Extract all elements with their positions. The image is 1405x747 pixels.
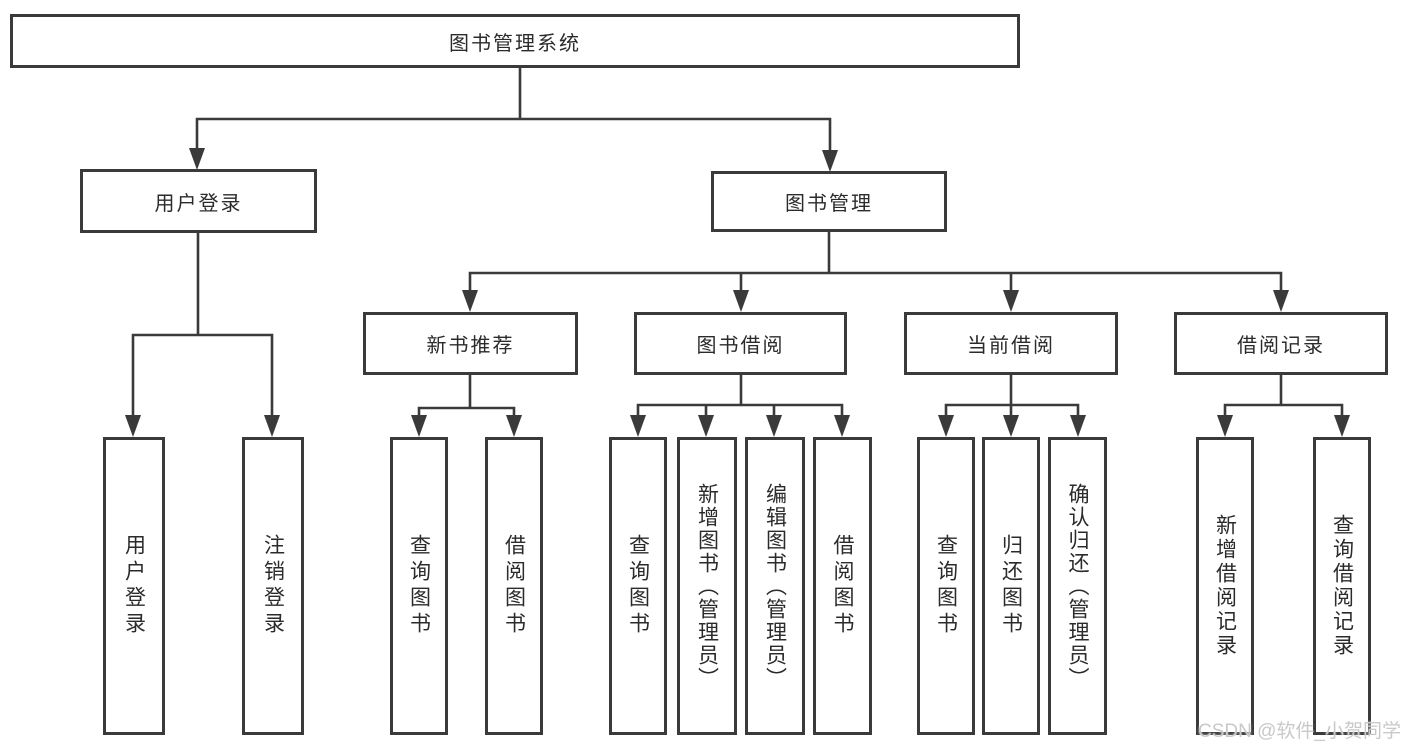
connector-book-borrow-children	[630, 375, 850, 437]
node-label: 查询图书	[934, 534, 958, 638]
connector-borrow-records-children	[1217, 375, 1350, 437]
leaf-borrow-books-recommend: 借阅图书	[485, 437, 543, 735]
leaf-logout: 注销登录	[242, 437, 304, 735]
node-label: 编辑图书（管理员）	[763, 482, 787, 690]
node-book-borrowing: 图书借阅	[634, 312, 847, 375]
node-label: 借阅图书	[831, 534, 854, 638]
node-label: 当前借阅	[967, 335, 1055, 357]
node-book-management: 图书管理	[711, 171, 947, 232]
node-label: 查询图书	[407, 534, 431, 638]
connector-book-management-children	[462, 232, 1289, 312]
connector-current-borrow-children	[938, 375, 1086, 437]
leaf-edit-book-admin: 编辑图书（管理员）	[745, 437, 805, 735]
connector-root-to-level1	[189, 68, 838, 172]
node-label: 新增图书（管理员）	[695, 482, 719, 690]
leaf-return-books: 归还图书	[982, 437, 1040, 735]
leaf-add-borrow-record: 新增借阅记录	[1196, 437, 1254, 735]
node-borrowing-records: 借阅记录	[1174, 312, 1388, 375]
leaf-user-login: 用户登录	[103, 437, 165, 735]
watermark: CSDN @软件_小贺同学	[1198, 721, 1401, 742]
leaf-query-books-recommend: 查询图书	[390, 437, 448, 735]
node-label: 图书借阅	[696, 335, 785, 357]
node-library-system: 图书管理系统	[10, 14, 1020, 68]
node-label: 用户登录	[122, 534, 146, 638]
node-current-borrowing: 当前借阅	[904, 312, 1118, 375]
connector-user-login-children	[125, 233, 280, 437]
leaf-borrow-books: 借阅图书	[813, 437, 872, 735]
node-label: 确认归还（管理员）	[1066, 482, 1089, 690]
node-label: 用户登录	[154, 192, 243, 215]
leaf-query-borrow-record: 查询借阅记录	[1313, 437, 1371, 735]
node-label: 借阅图书	[502, 534, 526, 638]
connector-new-book-children	[411, 375, 522, 437]
node-label: 图书管理系统	[449, 32, 581, 55]
node-label: 图书管理	[785, 193, 873, 215]
node-label: 归还图书	[999, 534, 1023, 638]
leaf-add-book-admin: 新增图书（管理员）	[677, 437, 737, 735]
leaf-query-books-current: 查询图书	[917, 437, 975, 735]
leaf-query-books-borrow: 查询图书	[609, 437, 667, 735]
node-user-login: 用户登录	[80, 169, 317, 233]
node-new-book-recommend: 新书推荐	[363, 312, 578, 375]
node-label: 借阅记录	[1237, 335, 1325, 357]
node-label: 注销登录	[261, 534, 285, 638]
node-label: 新书推荐	[426, 335, 515, 357]
leaf-confirm-return-admin: 确认归还（管理员）	[1048, 437, 1107, 735]
node-label: 查询借阅记录	[1330, 514, 1354, 658]
node-label: 查询图书	[626, 534, 650, 638]
node-label: 新增借阅记录	[1213, 514, 1237, 658]
